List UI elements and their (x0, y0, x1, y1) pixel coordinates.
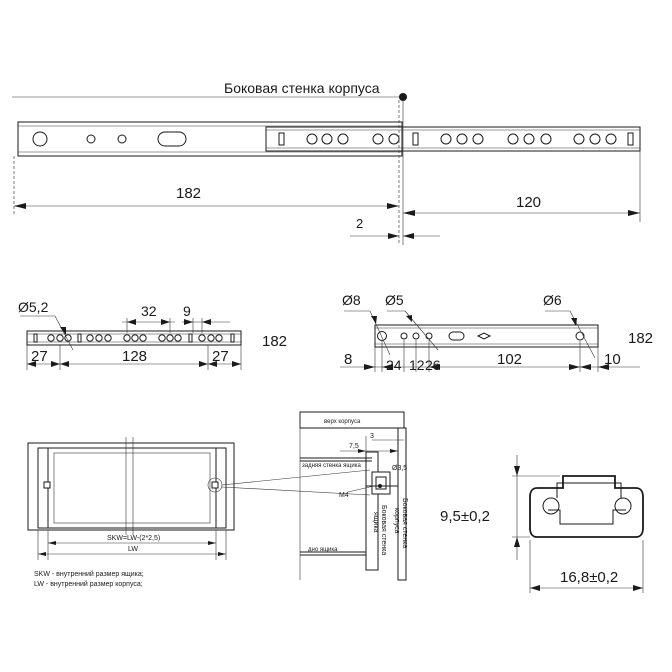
top-dim-2: 2 (356, 216, 363, 231)
drawer-view: SKW=LW-(2*2,5) LW SKW - внутренний разме… (27, 437, 371, 588)
inner-dim-27-left: 27 (31, 348, 48, 365)
top-view: Боковая стенка корпуса (12, 80, 641, 245)
outer-dim-26: 26 (425, 357, 441, 373)
outer-dim-102: 102 (497, 351, 522, 368)
detail-bottom-label: дно ящика (308, 547, 338, 553)
inner-dim-27-right: 27 (212, 348, 229, 365)
top-dim-182: 182 (176, 185, 201, 202)
top-dim-120: 120 (516, 194, 541, 211)
outer-member-view: Ø8 Ø5 Ø6 8 24 12 26 102 10 182 (340, 292, 653, 373)
lw-label: LW (128, 546, 138, 553)
inner-dim-32: 32 (141, 303, 157, 319)
note-skw: SKW - внутренний размер ящика; (34, 570, 144, 578)
cabinet-side-label-1: Боковая стенка (401, 498, 408, 548)
drawer-side-label-2: ящика (372, 512, 379, 533)
outer-hole5-label: Ø5 (385, 292, 404, 308)
detail-back-wall-label: задняя стенка ящика (302, 463, 361, 469)
detail-dim-3: 3 (370, 433, 374, 440)
profile-view: 9,5±0,2 16,8±0,2 (440, 455, 644, 593)
cabinet-side-label-2: корпуса (393, 508, 400, 534)
cabinet-wall-marker (399, 93, 407, 101)
cabinet-wall-label: Боковая стенка корпуса (224, 80, 380, 96)
detail-view: верх корпуса задняя стенка ящика дно ящи… (299, 411, 408, 581)
detail-top-label: верх корпуса (324, 419, 361, 425)
detail-hole-label: Ø3,5 (392, 465, 407, 472)
inner-dim-9: 9 (183, 303, 191, 319)
outer-dim-24: 24 (386, 357, 402, 373)
inner-member-view: Ø5,2 32 9 27 128 27 182 (18, 299, 287, 370)
outer-dim-10: 10 (604, 351, 621, 368)
inner-length-182: 182 (262, 333, 287, 350)
note-lw: LW - внутренний размер корпуса; (34, 580, 143, 588)
drawer-side-label-1: Боковая стенка (380, 505, 387, 555)
outer-dim-8: 8 (344, 351, 352, 368)
profile-height: 9,5±0,2 (440, 508, 490, 525)
outer-hole8-label: Ø8 (342, 292, 361, 308)
inner-member-holes (33, 333, 235, 343)
outer-hole6-label: Ø6 (543, 292, 562, 308)
outer-dim-12: 12 (409, 357, 425, 373)
detail-dim-7-5: 7,5 (349, 443, 359, 450)
skw-formula: SKW=LW-(2*2,5) (107, 535, 160, 542)
outer-length-182: 182 (628, 330, 653, 347)
inner-slide-top (265, 126, 641, 152)
detail-screw-label: M4 (339, 492, 349, 499)
inner-dim-128: 128 (122, 348, 147, 365)
outer-slide-top (17, 121, 403, 157)
inner-hole-label: Ø5,2 (18, 299, 49, 315)
profile-width: 16,8±0,2 (560, 569, 618, 586)
